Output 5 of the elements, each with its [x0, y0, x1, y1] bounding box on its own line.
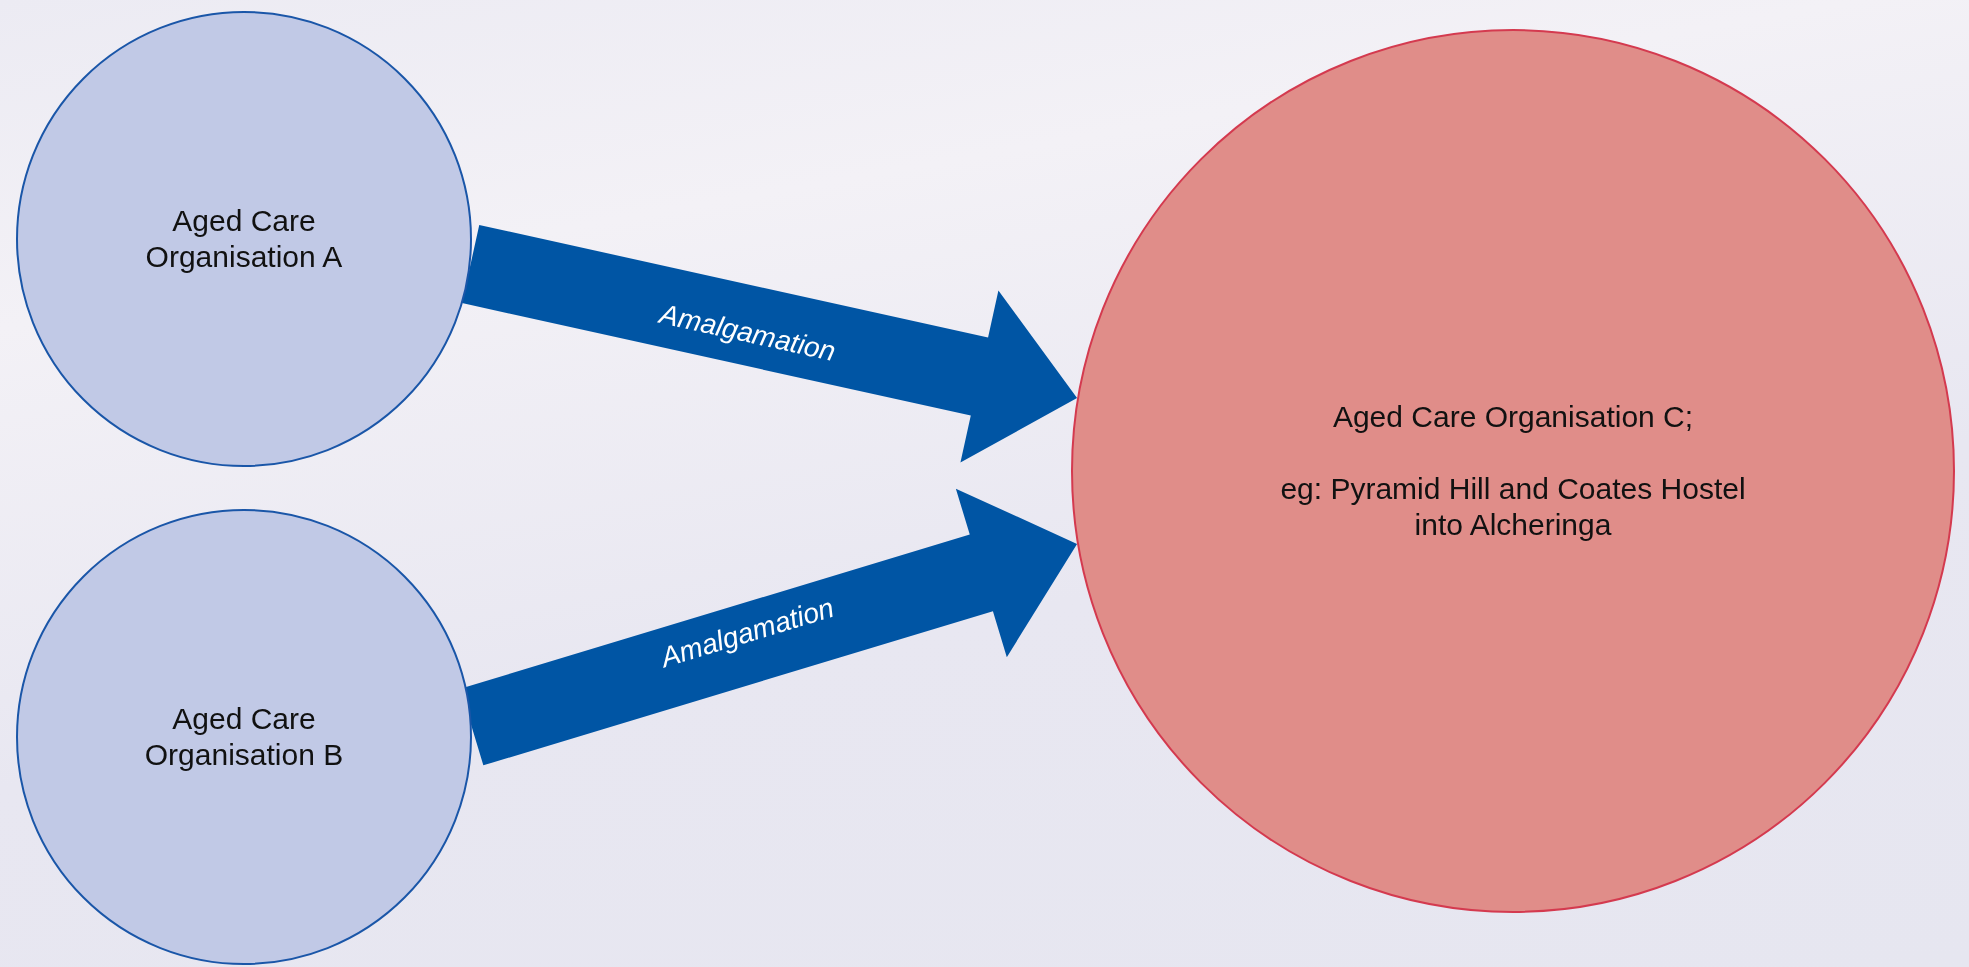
block-arrow — [462, 224, 1078, 463]
node-description: eg: Pyramid Hill and Coates Hostel into Alcheringa — [1279, 471, 1747, 543]
node-title: Aged Care Organisation C; — [1332, 399, 1694, 435]
node-title: Aged Care Organisation A — [144, 203, 344, 275]
node-title: Aged Care Organisation B — [143, 701, 345, 773]
